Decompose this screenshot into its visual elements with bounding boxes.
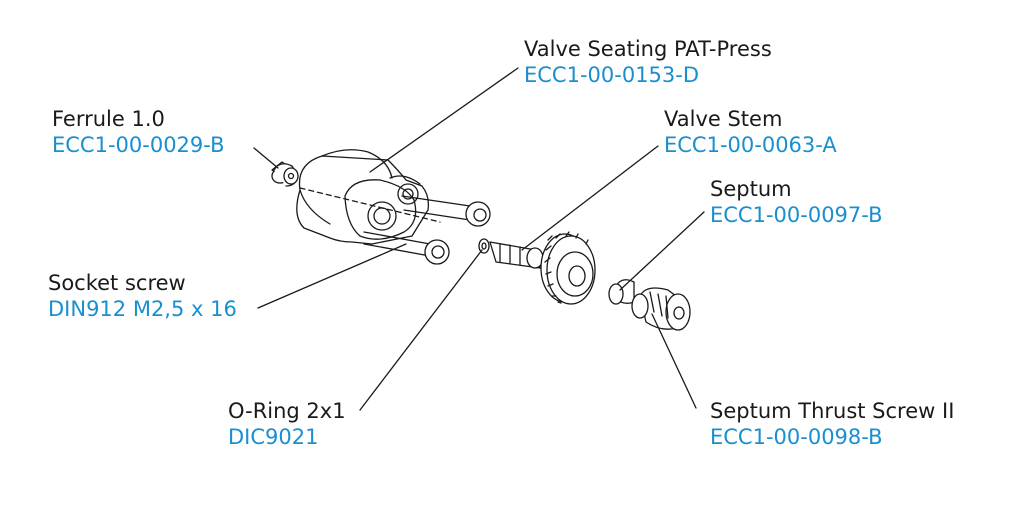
socket-screw-upper-part [402,196,490,226]
part-number: ECC1-00-0098-B [710,425,883,449]
label-o-ring: O-Ring 2x1 DIC9021 [228,398,346,450]
leader-valve-stem [521,145,659,251]
label-valve-stem: Valve Stem ECC1-00-0063-A [664,106,837,158]
septum-thrust-screw-part [632,288,690,330]
part-name: O-Ring 2x1 [228,399,346,423]
leader-septum [619,211,705,291]
leader-lines [253,67,705,411]
part-number: ECC1-00-0063-A [664,133,837,157]
part-name: Valve Seating PAT-Press [524,37,772,61]
label-septum-thrust-screw: Septum Thrust Screw II ECC1-00-0098-B [710,398,954,450]
part-name: Valve Stem [664,107,783,131]
leader-valve-seating [369,67,519,173]
part-name: Socket screw [48,271,186,295]
leader-socket-screw [257,243,407,309]
label-septum: Septum ECC1-00-0097-B [710,176,883,228]
label-valve-seating: Valve Seating PAT-Press ECC1-00-0153-D [524,36,772,88]
o-ring-part [479,239,489,253]
part-number: ECC1-00-0029-B [52,133,225,157]
label-ferrule: Ferrule 1.0 ECC1-00-0029-B [52,106,225,158]
label-socket-screw: Socket screw DIN912 M2,5 x 16 [48,270,237,322]
valve-seating-part [297,150,440,244]
septum-part [609,280,634,304]
part-number: DIC9021 [228,425,319,449]
part-number: DIN912 M2,5 x 16 [48,297,237,321]
part-name: Septum Thrust Screw II [710,399,955,423]
socket-screw-lower-part [364,232,449,264]
part-number: ECC1-00-0153-D [524,63,700,87]
part-name: Septum [710,177,792,201]
part-name: Ferrule 1.0 [52,107,165,131]
part-number: ECC1-00-0097-B [710,203,883,227]
ferrule-part [272,162,298,186]
leader-septum-thrust-screw [651,313,697,409]
leader-ferrule [253,147,279,169]
leader-o-ring [359,249,483,411]
valve-stem-part [490,232,595,304]
